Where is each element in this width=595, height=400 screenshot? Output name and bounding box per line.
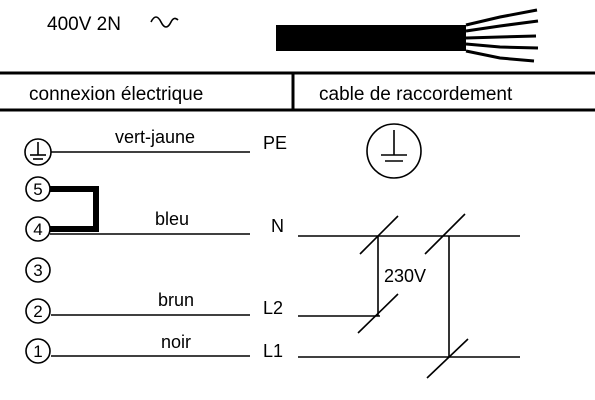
- earth-symbol-icon: [366, 123, 422, 179]
- bridge-icon: [50, 186, 99, 232]
- connexion-electrique-heading: connexion électrique: [29, 84, 203, 105]
- terminal-5-number: 5: [33, 180, 42, 199]
- terminal-4-number: 4: [33, 220, 42, 239]
- l1-wire-color-label: noir: [161, 332, 191, 352]
- phase-voltage-label: 230V: [384, 266, 426, 286]
- terminal-4: 4: [25, 216, 51, 242]
- l1-conductor-label: L1: [263, 341, 283, 361]
- pe-wire-color-label: vert-jaune: [115, 127, 195, 147]
- terminal-3-number: 3: [33, 261, 42, 280]
- terminal-2: 2: [25, 298, 51, 324]
- multicore-cable-icon: [276, 8, 539, 63]
- terminal-1-number: 1: [33, 342, 42, 361]
- terminal-1: 1: [25, 338, 51, 364]
- header-band: [0, 71, 595, 112]
- l2-conductor-label: L2: [263, 298, 283, 318]
- terminal-5: 5: [25, 176, 51, 202]
- n-conductor-label: N: [271, 216, 284, 236]
- junction-slashes: [357, 213, 469, 379]
- terminal-2-number: 2: [33, 302, 42, 321]
- terminal-3: 3: [25, 257, 51, 283]
- l2-wire-color-label: brun: [158, 290, 194, 310]
- supply-voltage-label: 400V 2N: [47, 14, 121, 35]
- pe-conductor-label: PE: [263, 133, 287, 153]
- n-wire-color-label: bleu: [155, 209, 189, 229]
- ac-symbol-icon: [150, 16, 179, 28]
- ground-icon: [24, 138, 52, 166]
- cable-raccordement-heading: cable de raccordement: [319, 84, 513, 105]
